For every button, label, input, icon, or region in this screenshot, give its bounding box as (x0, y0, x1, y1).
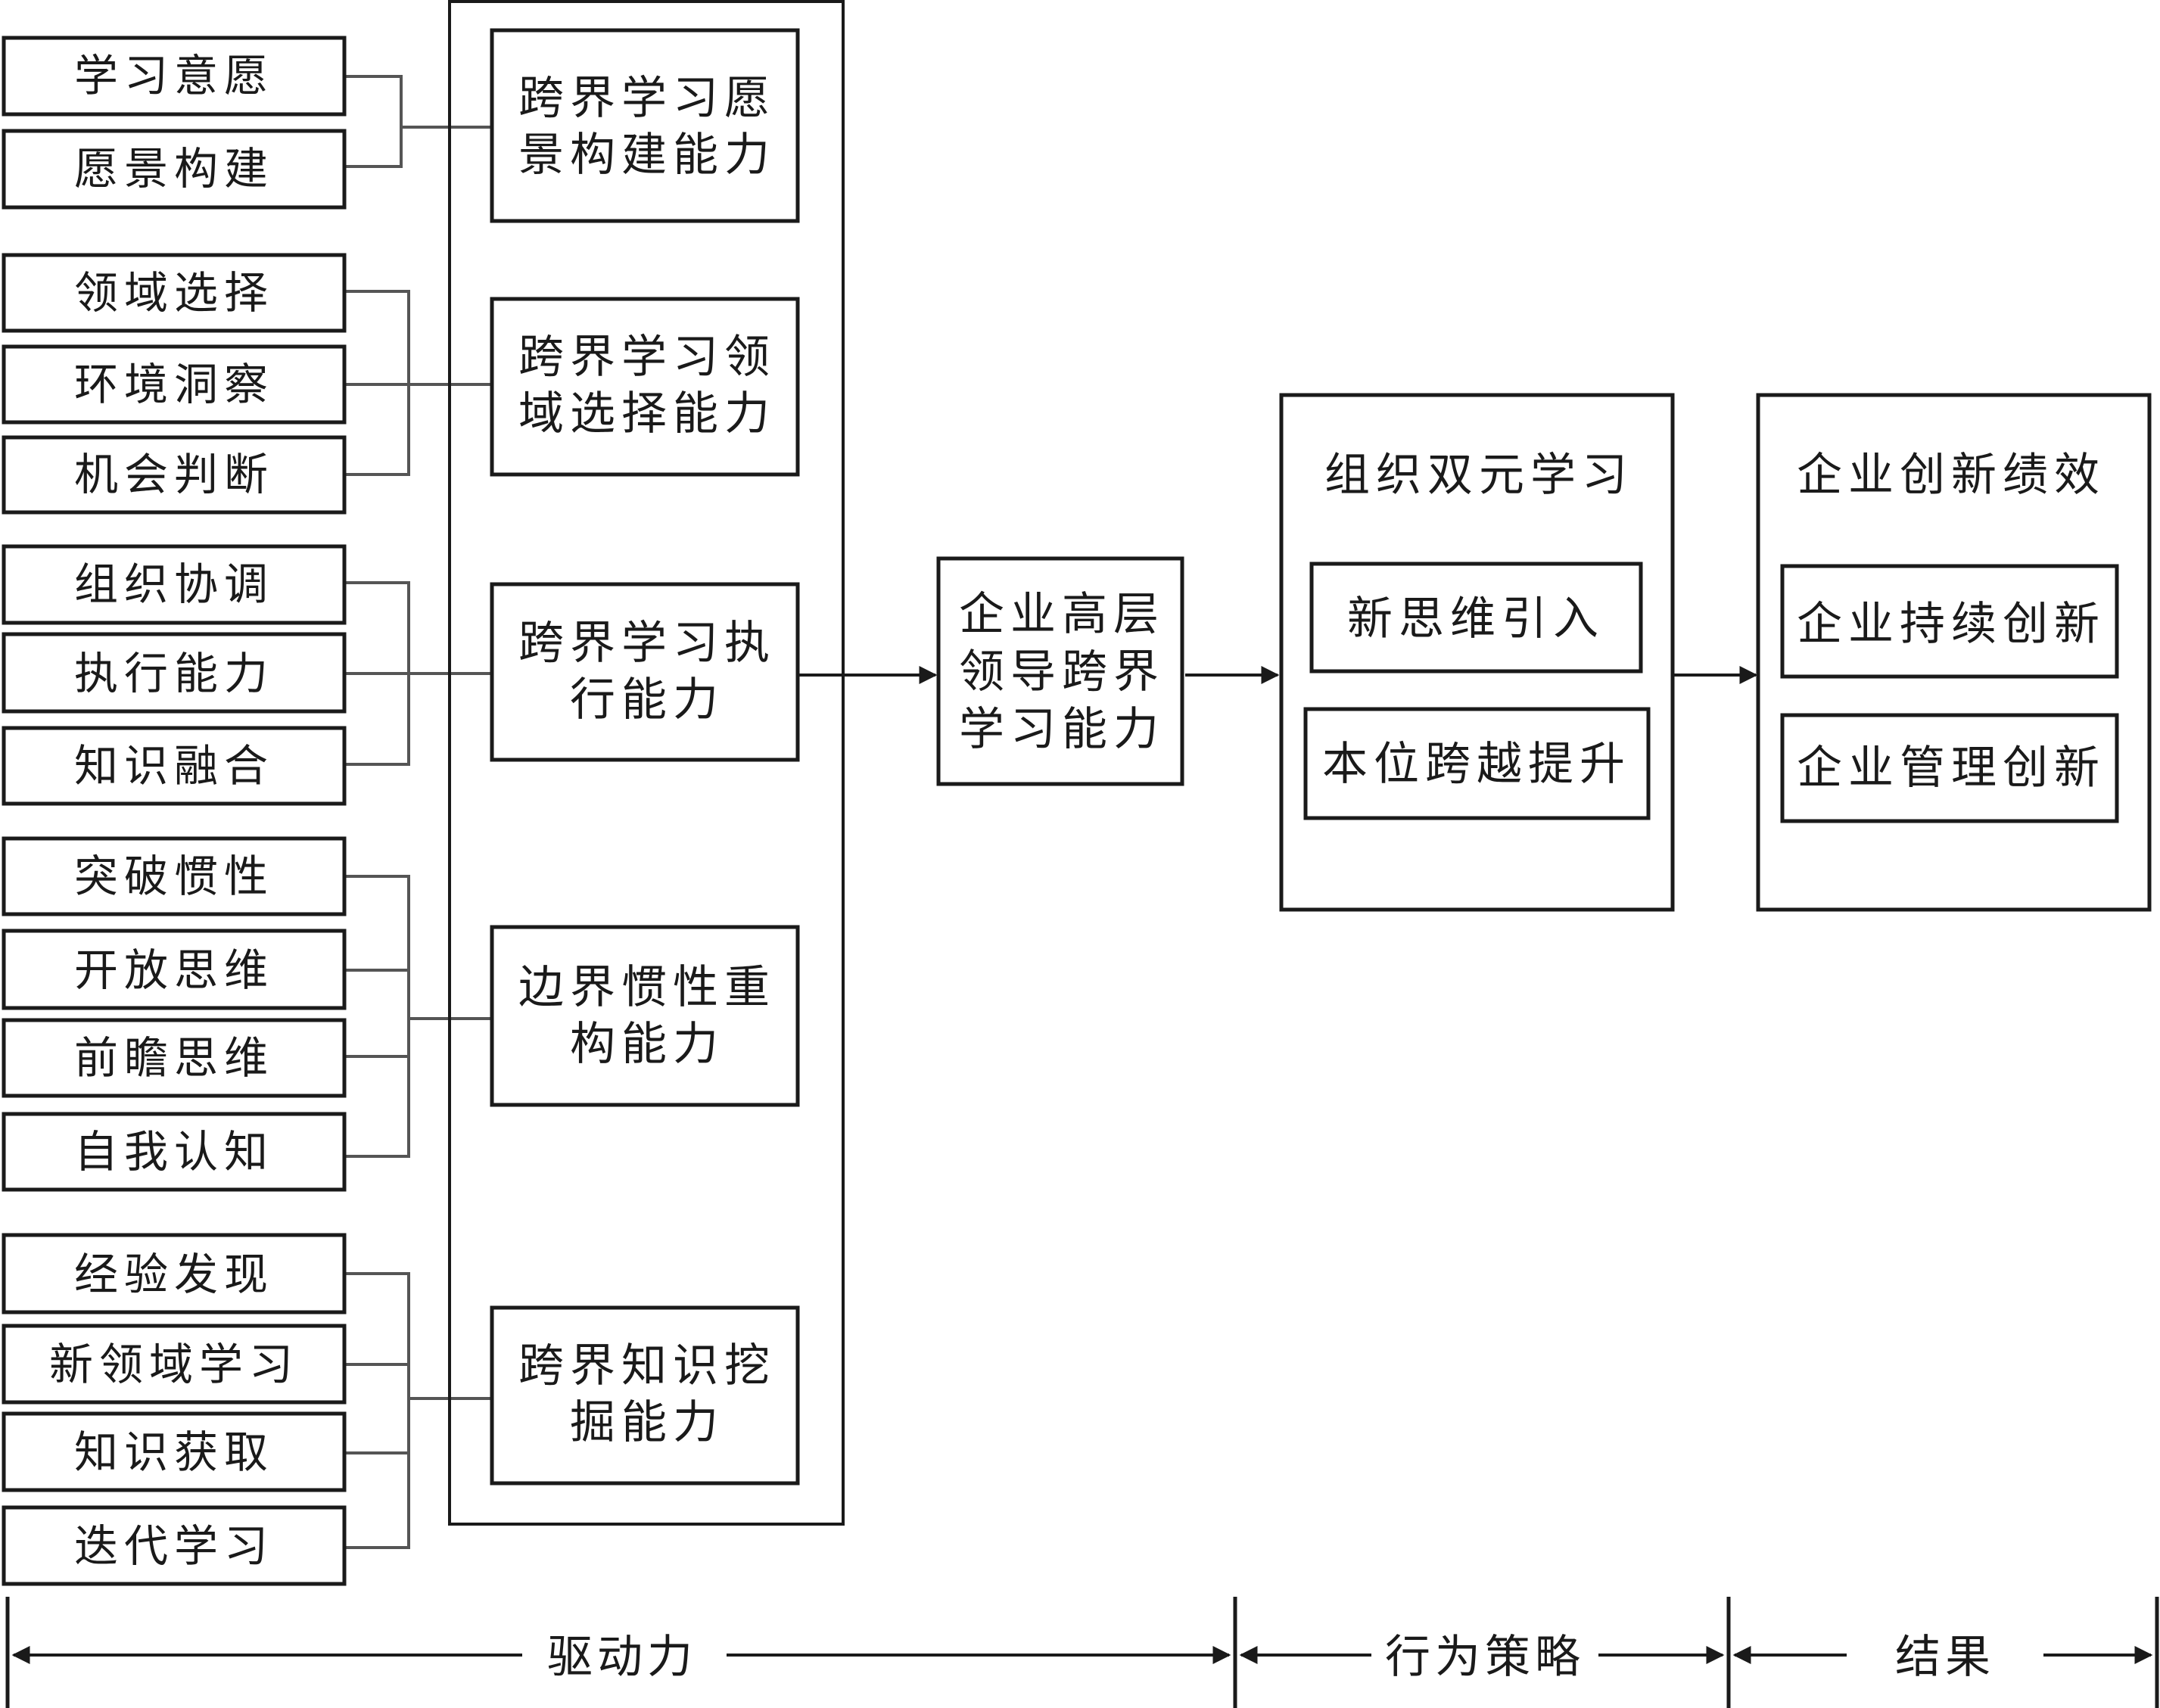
strategy-title: 组织双元学习 (1324, 449, 1633, 502)
capability-line1: 跨界学习执 (518, 617, 776, 670)
driver-label: 驱动力 (547, 1631, 697, 1684)
strategy-item: 新思维引入 (1347, 593, 1604, 646)
result-box: 企业创新绩效 企业持续创新 企业管理创新 (1756, 393, 2152, 912)
strategy-item-box (1303, 707, 1651, 820)
capability-line1: 跨界学习领 (518, 331, 776, 384)
left-item-label: 学习意愿 (74, 50, 274, 101)
result-item-box (1780, 713, 2119, 823)
left-item: 知识融合 (2, 726, 347, 806)
capability-line2: 构能力 (570, 1018, 724, 1071)
left-item-label: 经验发现 (74, 1249, 274, 1300)
capability-line2: 景构建能力 (518, 129, 776, 182)
left-item-label: 愿景构建 (74, 143, 274, 194)
left-item: 领域选择 (2, 253, 347, 333)
bottom-scale: 驱动力 行为策略 结果 (5, 1597, 2159, 1708)
result-item: 企业持续创新 (1797, 598, 2106, 651)
capability-line2: 掘能力 (570, 1396, 724, 1449)
core-line2: 领导跨界 (959, 646, 1165, 698)
left-item-label: 突破惯性 (74, 851, 274, 902)
capability-box: 边界惯性重 构能力 (490, 925, 800, 1107)
left-item: 迭代学习 (2, 1505, 347, 1586)
capability-box: 跨界学习执 行能力 (490, 582, 800, 762)
left-item: 知识获取 (2, 1411, 347, 1492)
left-item-label: 知识获取 (74, 1426, 274, 1478)
capabilities: 跨界学习愿 景构建能力 跨界学习领 域选择能力 跨界学习执 行能力 边界惯性重 … (490, 28, 800, 1486)
core-line3: 学习能力 (959, 703, 1165, 756)
left-item-label: 前瞻思维 (74, 1032, 274, 1084)
left-item: 学习意愿 (2, 36, 347, 117)
left-item-label: 执行能力 (74, 648, 274, 699)
left-item-label: 开放思维 (74, 944, 274, 996)
left-item-label: 组织协调 (74, 558, 274, 610)
left-item-label: 迭代学习 (74, 1520, 274, 1572)
strategy-item-box (1309, 562, 1643, 674)
left-items: 学习意愿 愿景构建 领域选择 环境洞察 机会判断 组织协调 执行能力 知识融合 … (2, 36, 347, 1586)
strategy-item: 本位跨越提升 (1322, 738, 1631, 791)
left-item-label: 领域选择 (74, 267, 274, 319)
left-item-label: 知识融合 (74, 740, 274, 792)
left-item: 经验发现 (2, 1233, 347, 1314)
strategy-box: 组织双元学习 新思维引入 本位跨越提升 (1279, 393, 1675, 912)
capability-box: 跨界学习领 域选择能力 (490, 297, 800, 477)
result-item: 企业管理创新 (1797, 742, 2106, 795)
left-item: 前瞻思维 (2, 1018, 347, 1098)
left-item: 机会判断 (2, 435, 347, 515)
left-item: 自我认知 (2, 1112, 347, 1192)
capability-line1: 边界惯性重 (518, 961, 776, 1014)
left-item: 执行能力 (2, 632, 347, 714)
left-item: 组织协调 (2, 544, 347, 625)
core-box: 企业高层 领导跨界 学习能力 (936, 556, 1184, 786)
core-line1: 企业高层 (959, 588, 1165, 641)
left-item: 新领域学习 (2, 1324, 347, 1405)
left-item: 突破惯性 (2, 836, 347, 916)
capability-line1: 跨界知识挖 (518, 1339, 776, 1392)
capability-frame (448, 0, 845, 1526)
left-item-label: 环境洞察 (74, 359, 274, 410)
capability-line2: 行能力 (570, 674, 724, 726)
strategy-label: 行为策略 (1385, 1631, 1585, 1684)
capability-line2: 域选择能力 (518, 387, 776, 440)
capability-line1: 跨界学习愿 (518, 72, 776, 125)
result-item-box (1780, 564, 2119, 679)
left-item-label: 新领域学习 (49, 1339, 299, 1390)
left-item: 开放思维 (2, 929, 347, 1010)
result-title: 企业创新绩效 (1797, 449, 2106, 502)
capability-box: 跨界学习愿 景构建能力 (490, 28, 800, 223)
left-item-label: 自我认知 (74, 1126, 274, 1178)
left-item: 环境洞察 (2, 344, 347, 425)
result-label: 结果 (1895, 1631, 1995, 1684)
connectors (344, 75, 492, 1549)
left-item: 愿景构建 (2, 129, 347, 210)
left-item-label: 机会判断 (74, 449, 274, 500)
capability-box: 跨界知识挖 掘能力 (490, 1305, 800, 1486)
